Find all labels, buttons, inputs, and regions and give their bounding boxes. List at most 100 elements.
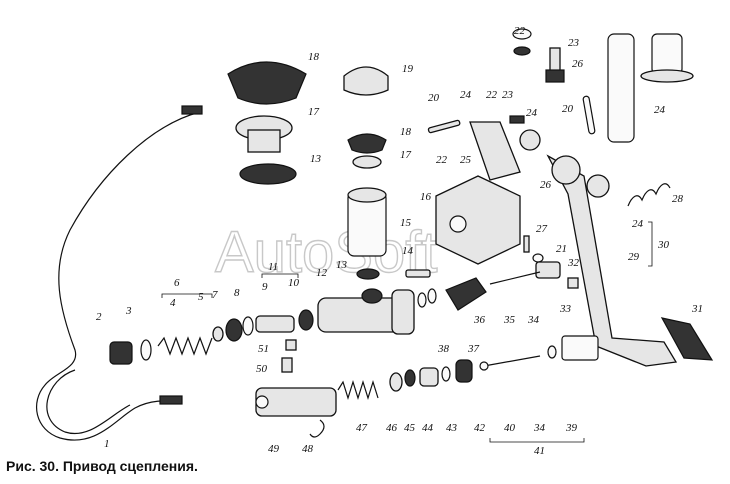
label-22-mid: 22 xyxy=(486,89,498,101)
part-43-ring xyxy=(441,366,451,382)
label-43: 43 xyxy=(446,422,458,434)
part-35-pushrod xyxy=(489,271,541,285)
part-1-pipe-fitting-top xyxy=(181,105,203,115)
label-32: 32 xyxy=(567,257,580,269)
part-14-pin xyxy=(405,269,431,278)
label-47: 47 xyxy=(356,422,368,434)
part-29-pedal-hub xyxy=(551,155,581,185)
label-17: 17 xyxy=(308,106,320,118)
part-48-clip xyxy=(309,419,325,438)
part-27-pin xyxy=(523,235,530,253)
part-44-piston xyxy=(419,367,439,387)
label-36: 36 xyxy=(473,314,486,326)
label-34-nut: 34 xyxy=(533,422,546,434)
label-16: 16 xyxy=(420,191,432,203)
label-42: 42 xyxy=(474,422,486,434)
label-6: 6 xyxy=(174,277,180,289)
label-41: 41 xyxy=(534,445,545,457)
part-45-ring xyxy=(404,369,416,387)
label-33: 33 xyxy=(559,303,572,315)
watermark: AutoSoft xyxy=(215,220,437,285)
part-40-rod-end xyxy=(479,361,489,371)
label-27: 27 xyxy=(536,223,548,235)
part-38-washer xyxy=(417,292,427,308)
part-13-large-gasket xyxy=(239,163,297,185)
label-9: 9 xyxy=(262,281,268,293)
part-1-pipe-loop xyxy=(46,369,131,435)
part-24-bushing xyxy=(651,33,683,75)
part-20-pin-right xyxy=(582,95,596,135)
part-12-cylinder-flange xyxy=(391,289,415,335)
part-9-piston xyxy=(255,315,295,333)
label-34: 34 xyxy=(527,314,540,326)
label-24-top-left: 24 xyxy=(460,89,472,101)
part-1-pipe xyxy=(36,111,201,441)
label-26-axle: 26 xyxy=(572,58,584,70)
label-13-large-gasket: 13 xyxy=(310,153,322,165)
part-46-cup xyxy=(389,372,403,392)
label-38: 38 xyxy=(437,343,450,355)
label-30: 30 xyxy=(657,239,670,251)
part-12-cylinder-port xyxy=(361,288,383,304)
label-48: 48 xyxy=(302,443,314,455)
part-19-cap xyxy=(343,66,389,96)
part-labels: 1 2 3 4 5 6 7 8 9 10 11 12 13 14 15 16 1… xyxy=(96,25,703,457)
label-28: 28 xyxy=(672,193,684,205)
label-26: 26 xyxy=(540,179,552,191)
label-19: 19 xyxy=(402,63,414,75)
label-13: 13 xyxy=(336,259,348,271)
part-3-washer xyxy=(140,339,152,361)
label-39: 39 xyxy=(565,422,578,434)
label-14: 14 xyxy=(402,245,414,257)
label-40: 40 xyxy=(504,422,516,434)
part-4-spring xyxy=(157,336,213,356)
part-23-bolt xyxy=(509,115,525,124)
label-25: 25 xyxy=(460,154,472,166)
part-16-bracket-arm xyxy=(469,121,521,181)
label-2: 2 xyxy=(96,311,102,323)
group-41-bracket xyxy=(489,438,585,443)
part-34-nut xyxy=(547,345,557,359)
label-44: 44 xyxy=(422,422,434,434)
label-5: 5 xyxy=(198,291,204,303)
part-32-bolt xyxy=(567,277,579,289)
part-5-valve xyxy=(212,326,224,342)
label-15: 15 xyxy=(400,217,412,229)
group-30-bracket xyxy=(648,221,653,267)
label-23-top: 23 xyxy=(568,37,580,49)
part-16-bracket-hole xyxy=(449,215,467,233)
label-31: 31 xyxy=(691,303,703,315)
label-45: 45 xyxy=(404,422,416,434)
label-12: 12 xyxy=(316,267,328,279)
label-17-small-cap: 17 xyxy=(400,149,412,161)
part-40-rod xyxy=(483,355,541,367)
part-42-boot xyxy=(455,359,473,383)
label-3: 3 xyxy=(125,305,132,317)
label-35: 35 xyxy=(503,314,516,326)
label-46: 46 xyxy=(386,422,398,434)
label-7: 7 xyxy=(212,289,218,301)
part-1-pipe-fitting-bottom xyxy=(159,395,183,405)
part-7-cup xyxy=(225,318,243,342)
label-37: 37 xyxy=(467,343,480,355)
part-29-pedal xyxy=(546,154,678,367)
part-17-small-cap xyxy=(352,155,382,169)
part-26-axle xyxy=(607,33,635,143)
label-24-pin: 24 xyxy=(526,107,538,119)
label-21: 21 xyxy=(556,243,567,255)
part-20-pin-left xyxy=(427,119,461,134)
part-39-fork xyxy=(561,335,599,361)
part-50-bleeder xyxy=(281,357,293,373)
part-37-ring xyxy=(427,288,437,304)
part-51-bleeder-cap xyxy=(285,339,297,351)
label-1: 1 xyxy=(104,438,110,450)
label-24: 24 xyxy=(632,218,644,230)
label-18-small-boot: 18 xyxy=(400,126,412,138)
part-24-pedal-bushing-left xyxy=(519,129,541,151)
part-23-bolt-top xyxy=(549,47,561,73)
part-16-bracket xyxy=(435,175,521,265)
part-13-gasket xyxy=(356,268,380,280)
part-47-spring xyxy=(337,379,379,401)
label-23: 23 xyxy=(502,89,514,101)
